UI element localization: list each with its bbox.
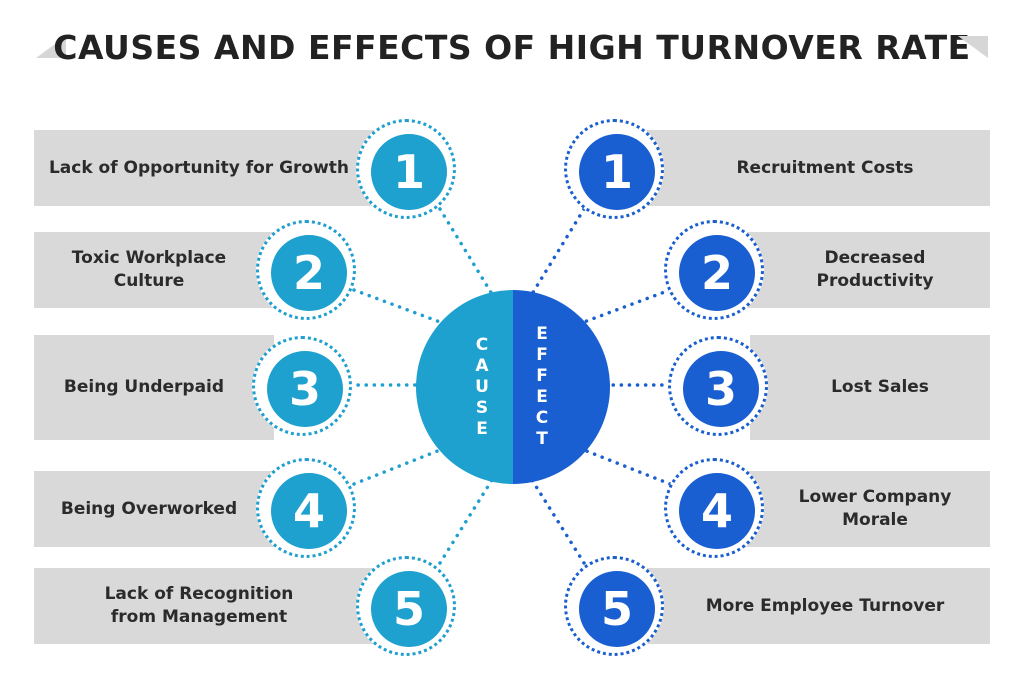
hub-effect-letter: C (535, 408, 549, 428)
connector-cause-4 (352, 448, 442, 486)
effect-number-2: 2 (664, 220, 764, 320)
cause-label-3: Being Underpaid (63, 377, 225, 397)
effect-number-1: 1 (564, 119, 664, 219)
connector-effect-1 (530, 207, 586, 296)
effect-label-4: Lower Company Morale (798, 487, 952, 530)
effect-number-5: 5 (564, 556, 664, 656)
effect-number-5-value: 5 (579, 571, 655, 647)
effect-item-5: More Employee Turnover (640, 568, 990, 644)
effect-item-4: Lower Company Morale (740, 471, 990, 547)
hub-cause-letter: S (475, 397, 489, 418)
effect-number-4-value: 4 (679, 473, 755, 549)
connector-cause-5 (438, 478, 494, 565)
effect-item-1: Recruitment Costs (640, 130, 990, 206)
hub-effect-letter: T (536, 429, 548, 449)
hub-effect-letter: E (536, 324, 548, 344)
cause-label-2: Toxic Workplace Culture (71, 248, 227, 291)
connector-cause-2 (352, 288, 442, 324)
cause-number-4: 4 (256, 458, 356, 558)
effect-number-1-value: 1 (579, 134, 655, 210)
cause-number-3-value: 3 (267, 351, 343, 427)
hub-cause-letter: A (475, 355, 489, 376)
connector-effect-5 (530, 478, 586, 565)
page-title: CAUSES AND EFFECTS OF HIGH TURNOVER RATE (53, 28, 971, 67)
hub-cause-letter: C (475, 334, 489, 355)
effect-number-2-value: 2 (679, 235, 755, 311)
hub-effect-letter: F (536, 345, 548, 365)
cause-item-4: Being Overworked (34, 471, 284, 547)
cause-number-5: 5 (356, 556, 456, 656)
hub-cause-letter: E (476, 418, 488, 439)
cause-label-1: Lack of Opportunity for Growth (48, 157, 350, 178)
cause-number-3: 3 (252, 336, 352, 436)
cause-item-3: Being Underpaid (34, 335, 274, 440)
effect-number-3: 3 (668, 336, 768, 436)
cause-item-5: Lack of Recognition from Management (34, 568, 384, 644)
effect-label-1: Recruitment Costs (736, 157, 914, 178)
connector-effect-2 (582, 288, 672, 324)
cause-item-2: Toxic Workplace Culture (34, 232, 284, 308)
cause-number-2: 2 (256, 220, 356, 320)
title-left-triangle-icon (36, 36, 66, 58)
effect-number-4: 4 (664, 458, 764, 558)
effect-item-2: Decreased Productivity (740, 232, 990, 308)
effect-number-3-value: 3 (683, 351, 759, 427)
hub-effect-letter: E (536, 387, 548, 407)
hub-effect-letter: F (536, 366, 548, 386)
cause-number-1-value: 1 (371, 134, 447, 210)
cause-label-5: Lack of Recognition from Management (104, 584, 294, 627)
connector-effect-4 (582, 448, 672, 486)
effect-label-3: Lost Sales (831, 377, 929, 397)
cause-label-4: Being Overworked (60, 498, 238, 519)
title-bar: CAUSES AND EFFECTS OF HIGH TURNOVER RATE (0, 24, 1024, 80)
cause-number-2-value: 2 (271, 235, 347, 311)
effect-label-5: More Employee Turnover (705, 595, 945, 616)
cause-number-1: 1 (356, 119, 456, 219)
connector-cause-1 (438, 207, 494, 296)
effect-item-3: Lost Sales (750, 335, 990, 440)
cause-item-1: Lack of Opportunity for Growth (34, 130, 384, 206)
title-right-triangle-icon (958, 36, 988, 58)
cause-number-5-value: 5 (371, 571, 447, 647)
cause-number-4-value: 4 (271, 473, 347, 549)
effect-label-2: Decreased Productivity (816, 248, 934, 291)
hub-cause-letter: U (475, 376, 489, 397)
